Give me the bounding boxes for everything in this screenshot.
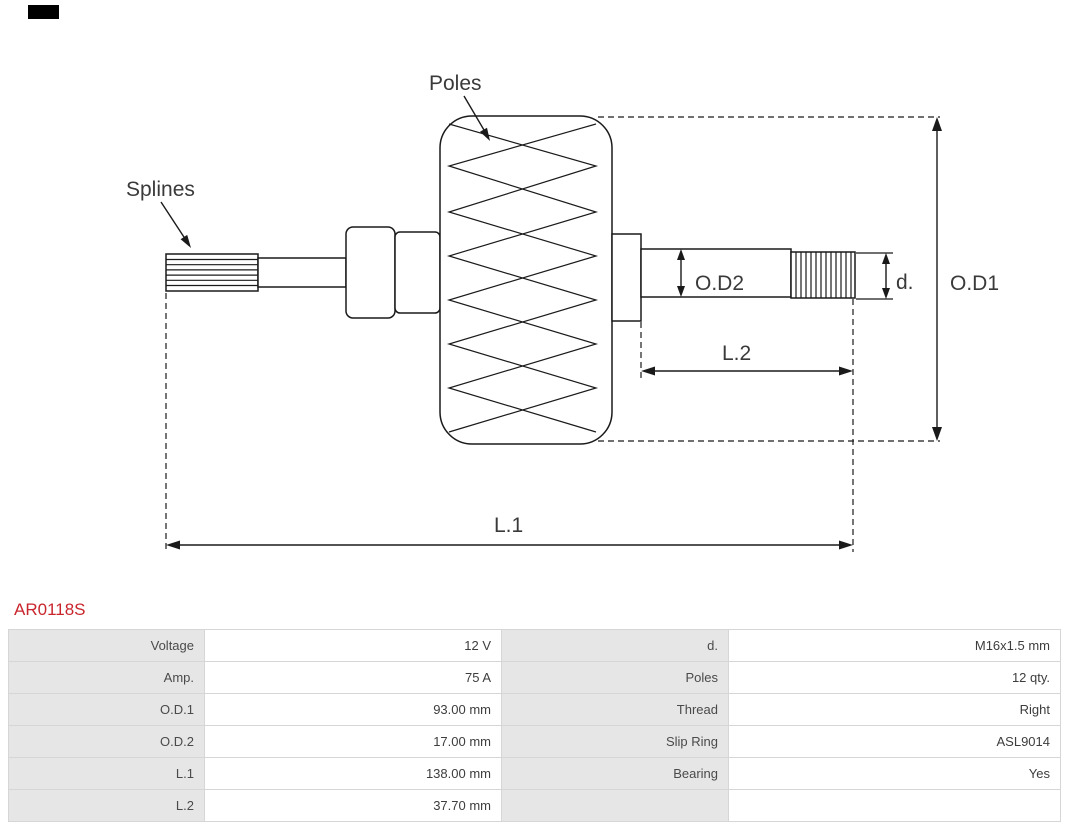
table-row: O.D.2 17.00 mm Slip Ring ASL9014 bbox=[8, 725, 1061, 758]
spec-label-cell bbox=[501, 789, 729, 822]
spec-value-cell: ASL9014 bbox=[728, 725, 1061, 758]
spec-label-cell: Slip Ring bbox=[501, 725, 729, 758]
brand-logo bbox=[28, 5, 59, 19]
spec-label-cell: O.D.1 bbox=[8, 693, 205, 726]
spec-value-cell: 37.70 mm bbox=[204, 789, 502, 822]
front-shaft bbox=[257, 257, 347, 288]
spec-value-cell: 138.00 mm bbox=[204, 757, 502, 790]
spec-value-cell: 17.00 mm bbox=[204, 725, 502, 758]
part-number: AR0118S bbox=[14, 600, 86, 619]
pole-core bbox=[439, 115, 613, 445]
spline-grooves bbox=[166, 258, 258, 287]
od2-label: O.D2 bbox=[695, 272, 744, 295]
spec-value-cell: 93.00 mm bbox=[204, 693, 502, 726]
spec-label-cell: L.1 bbox=[8, 757, 205, 790]
thread-lines bbox=[795, 252, 852, 298]
dimension-od2: O.D2 bbox=[677, 249, 744, 297]
spec-value-cell: Right bbox=[728, 693, 1061, 726]
specifications-table: Voltage 12 V d. M16x1.5 mm Amp. 75 A Pol… bbox=[8, 629, 1061, 822]
od1-label: O.D1 bbox=[950, 272, 999, 295]
table-row: O.D.1 93.00 mm Thread Right bbox=[8, 693, 1061, 726]
splines-label: Splines bbox=[126, 178, 195, 201]
splines-callout: Splines bbox=[126, 178, 195, 248]
l2-label: L.2 bbox=[722, 342, 751, 365]
threaded-end bbox=[790, 251, 856, 299]
rear-shaft bbox=[640, 248, 792, 298]
spec-value-cell: 75 A bbox=[204, 661, 502, 694]
slip-ring-boss bbox=[611, 233, 642, 322]
spec-value-cell: Yes bbox=[728, 757, 1061, 790]
spec-label-cell: L.2 bbox=[8, 789, 205, 822]
spec-value-cell: 12 V bbox=[204, 629, 502, 662]
spec-label-cell: O.D.2 bbox=[8, 725, 205, 758]
spline-shaft bbox=[165, 253, 259, 292]
spec-value-cell: M16x1.5 mm bbox=[728, 629, 1061, 662]
table-row: L.1 138.00 mm Bearing Yes bbox=[8, 757, 1061, 790]
spec-value-cell bbox=[728, 789, 1061, 822]
spec-label-cell: Voltage bbox=[8, 629, 205, 662]
table-row: Amp. 75 A Poles 12 qty. bbox=[8, 661, 1061, 694]
spec-label-cell: Thread bbox=[501, 693, 729, 726]
poles-callout: Poles bbox=[429, 72, 490, 141]
d-label: d. bbox=[896, 271, 914, 294]
spec-label-cell: Amp. bbox=[8, 661, 205, 694]
poles-label: Poles bbox=[429, 72, 482, 95]
rotor-technical-drawing: O.D1 d. O.D2 L.2 L.1 Poles Splines bbox=[126, 72, 999, 552]
spec-label-cell: d. bbox=[501, 629, 729, 662]
rotor-body bbox=[165, 115, 856, 445]
claw-pole-pattern-b bbox=[446, 123, 599, 433]
spec-value-cell: 12 qty. bbox=[728, 661, 1061, 694]
dashed-extension-lines bbox=[165, 116, 940, 552]
dimension-d: d. bbox=[856, 252, 914, 300]
dimension-l1: L.1 bbox=[166, 514, 853, 550]
dimension-od1: O.D1 bbox=[932, 117, 999, 441]
table-row: Voltage 12 V d. M16x1.5 mm bbox=[8, 629, 1061, 662]
dimension-l2: L.2 bbox=[641, 342, 853, 376]
front-collar-small bbox=[394, 231, 441, 314]
front-collar-large bbox=[345, 226, 396, 319]
table-row: L.2 37.70 mm bbox=[8, 789, 1061, 822]
spec-label-cell: Bearing bbox=[501, 757, 729, 790]
spec-label-cell: Poles bbox=[501, 661, 729, 694]
l1-label: L.1 bbox=[494, 514, 523, 537]
